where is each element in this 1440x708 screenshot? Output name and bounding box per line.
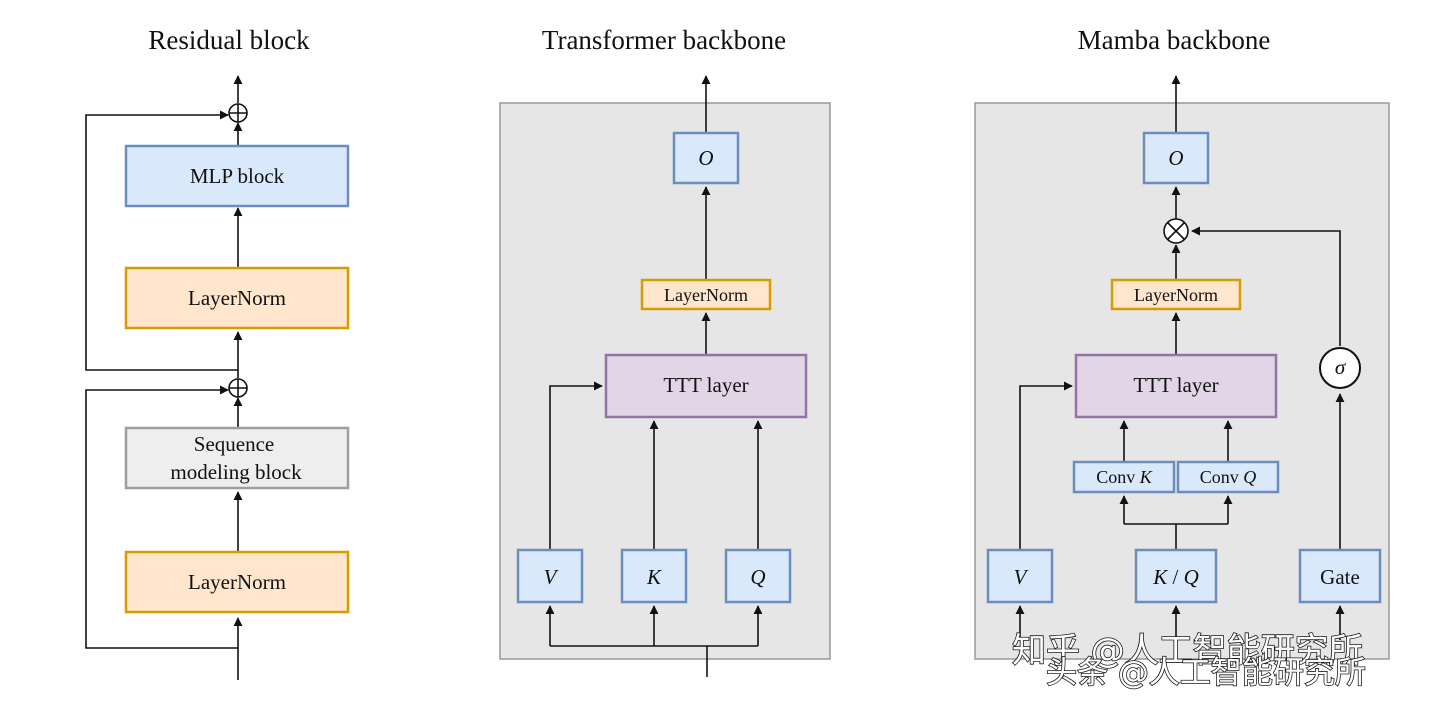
transformer-ttt-layer-box: TTT layer	[604, 353, 808, 419]
mamba-ttt-layer-box: TTT layer	[1074, 353, 1278, 419]
mamba-kq-k: K	[1152, 565, 1168, 589]
mamba-kq-box: K / Q	[1134, 548, 1218, 604]
transformer-o-label: O	[698, 146, 713, 170]
conv-q-label: Conv Q	[1200, 467, 1257, 487]
arrow-sigma-to-multiply	[1191, 226, 1341, 346]
gate-label: Gate	[1320, 565, 1360, 589]
mamba-backbone-panel: Mamba backbone σ	[974, 25, 1390, 660]
gate-box: Gate	[1298, 548, 1382, 604]
transformer-backbone-panel: Transformer backbone O LayerNorm TTT lay…	[499, 25, 831, 677]
layernorm-top-label: LayerNorm	[188, 286, 286, 310]
watermark-lower: 头条 @人工智能研究所	[1046, 655, 1366, 691]
mamba-kq-sep: /	[1173, 565, 1179, 589]
mamba-o-box: O	[1142, 131, 1210, 185]
mamba-layernorm-label: LayerNorm	[1134, 285, 1218, 305]
mlp-block-label: MLP block	[190, 164, 285, 188]
watermark-upper: 知乎 @人工智能研究所	[1012, 631, 1363, 671]
mamba-backbone-title: Mamba backbone	[1078, 25, 1271, 55]
mamba-ttt-label: TTT layer	[1133, 373, 1218, 397]
transformer-q-label: Q	[750, 565, 765, 589]
conv-k-label: Conv K	[1096, 467, 1153, 487]
transformer-layernorm-box: LayerNorm	[640, 278, 772, 311]
sequence-label-line2: modeling block	[170, 460, 302, 484]
conv-k-variable: K	[1139, 467, 1153, 487]
arrow-v-to-ttt	[549, 381, 603, 550]
skip-connection-upper	[85, 110, 238, 371]
conv-k-box: Conv K	[1072, 460, 1176, 494]
add-circle-lower	[228, 378, 248, 398]
residual-block-title: Residual block	[148, 25, 310, 55]
transformer-k-box: K	[620, 548, 688, 604]
transformer-backbone-title: Transformer backbone	[542, 25, 786, 55]
conv-q-variable: Q	[1243, 467, 1256, 487]
mamba-kq-q: Q	[1184, 565, 1199, 589]
mlp-block-box: MLP block	[124, 144, 350, 208]
arrow-mamba-v-to-ttt	[1019, 381, 1073, 550]
add-circle-upper	[228, 103, 248, 123]
mamba-o-label: O	[1168, 146, 1183, 170]
mamba-kq-label: K / Q	[1152, 565, 1199, 589]
sequence-modeling-block-box: Sequence modeling block	[124, 426, 350, 490]
transformer-k-label: K	[646, 565, 662, 589]
residual-block-panel: Residual block MLP block Lay	[85, 25, 350, 680]
sigma-label: σ	[1335, 355, 1347, 379]
transformer-o-box: O	[672, 131, 740, 185]
multiply-circle	[1163, 218, 1189, 244]
layernorm-bottom-label: LayerNorm	[188, 570, 286, 594]
layernorm-top-box: LayerNorm	[124, 266, 350, 330]
layernorm-bottom-box: LayerNorm	[124, 550, 350, 614]
conv-q-box: Conv Q	[1176, 460, 1280, 494]
transformer-v-label: V	[544, 565, 559, 589]
sigma-circle: σ	[1319, 347, 1361, 389]
transformer-layernorm-label: LayerNorm	[664, 285, 748, 305]
transformer-q-box: Q	[724, 548, 792, 604]
conv-k-prefix: Conv	[1096, 467, 1135, 487]
sequence-label-line1: Sequence	[194, 432, 274, 456]
conv-q-prefix: Conv	[1200, 467, 1239, 487]
mamba-layernorm-box: LayerNorm	[1110, 278, 1242, 311]
mamba-v-box: V	[986, 548, 1054, 604]
transformer-v-box: V	[516, 548, 584, 604]
skip-connection-lower	[85, 385, 238, 649]
transformer-ttt-label: TTT layer	[663, 373, 748, 397]
mamba-v-label: V	[1014, 565, 1029, 589]
